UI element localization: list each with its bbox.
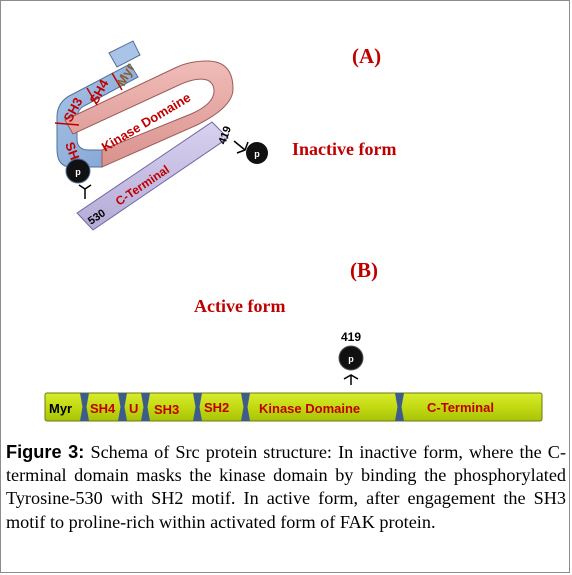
active-form-label: Active form bbox=[194, 296, 286, 316]
separator-2 bbox=[118, 393, 127, 421]
kinase-domain-segment bbox=[64, 60, 234, 168]
separator-1 bbox=[80, 393, 89, 421]
inactive-src-structure: SH3 SH4 Myr SH Kinase Domaine C-Terminal… bbox=[54, 40, 268, 231]
domain-sh3: SH3 bbox=[154, 402, 179, 417]
phospho-419-icon-a bbox=[246, 142, 268, 164]
domain-c-terminal: C-Terminal bbox=[427, 400, 494, 415]
panel-b-label: (B) bbox=[350, 258, 378, 282]
domain-kinase: Kinase Domaine bbox=[259, 401, 360, 416]
figure-label: Figure 3: bbox=[6, 442, 85, 462]
svg-text:p: p bbox=[75, 167, 81, 177]
svg-text:p: p bbox=[254, 149, 260, 159]
separator-5 bbox=[241, 393, 250, 421]
phospho-419-icon-b bbox=[338, 345, 364, 371]
phospho-530-icon-a bbox=[65, 158, 91, 184]
src-structure-diagram: SH3 SH4 Myr SH Kinase Domaine C-Terminal… bbox=[44, 40, 543, 422]
svg-text:p: p bbox=[348, 354, 354, 364]
myr-segment bbox=[108, 40, 141, 68]
domain-myr: Myr bbox=[49, 401, 72, 416]
c-terminal-segment bbox=[76, 121, 229, 231]
separator-3 bbox=[141, 393, 150, 421]
domain-u: U bbox=[129, 401, 138, 416]
residue-419-label-a: 419 bbox=[217, 125, 235, 146]
active-src-structure: 419 p Myr SH4 U SH3 SH2 Kinase Domaine C… bbox=[44, 330, 543, 422]
inactive-form-label: Inactive form bbox=[292, 139, 397, 159]
residue-419-label-b: 419 bbox=[341, 330, 361, 344]
separator-6 bbox=[395, 393, 404, 421]
domain-sh2: SH2 bbox=[204, 400, 229, 415]
sh2-label-a: SH bbox=[62, 140, 82, 162]
panel-a-label: (A) bbox=[352, 44, 382, 68]
active-domain-bar bbox=[44, 392, 543, 422]
domain-sh4: SH4 bbox=[90, 401, 116, 416]
separator-4 bbox=[193, 393, 202, 421]
caption-text: Schema of Src protein structure: In inac… bbox=[6, 442, 566, 532]
figure-caption: Figure 3: Schema of Src protein structur… bbox=[6, 441, 566, 534]
